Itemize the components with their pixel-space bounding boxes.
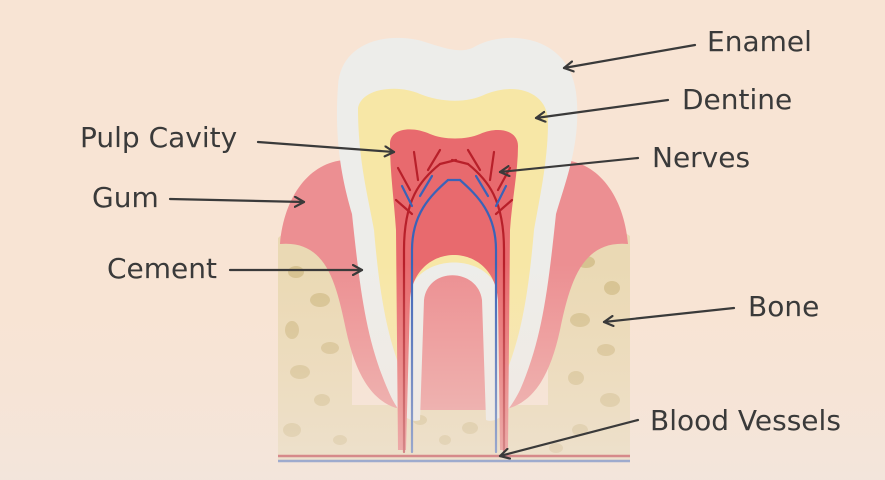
arrow-bone xyxy=(602,306,736,322)
label-nerves: Nerves xyxy=(652,141,751,174)
arrow-nerves xyxy=(498,156,640,172)
label-enamel: Enamel xyxy=(707,25,812,58)
label-dentine: Dentine xyxy=(682,83,793,116)
arrow-blood-vessels xyxy=(498,418,640,456)
arrow-gum xyxy=(168,199,306,202)
label-pulp-cavity: Pulp Cavity xyxy=(80,121,238,154)
label-bone: Bone xyxy=(748,290,820,323)
label-blood-vessels: Blood Vessels xyxy=(650,404,841,437)
arrow-dentine xyxy=(534,98,670,118)
label-cement: Cement xyxy=(107,252,218,285)
arrow-enamel xyxy=(562,43,697,68)
leader-arrows xyxy=(168,43,736,456)
arrow-pulp-cavity xyxy=(256,140,396,152)
label-gum: Gum xyxy=(92,181,159,214)
